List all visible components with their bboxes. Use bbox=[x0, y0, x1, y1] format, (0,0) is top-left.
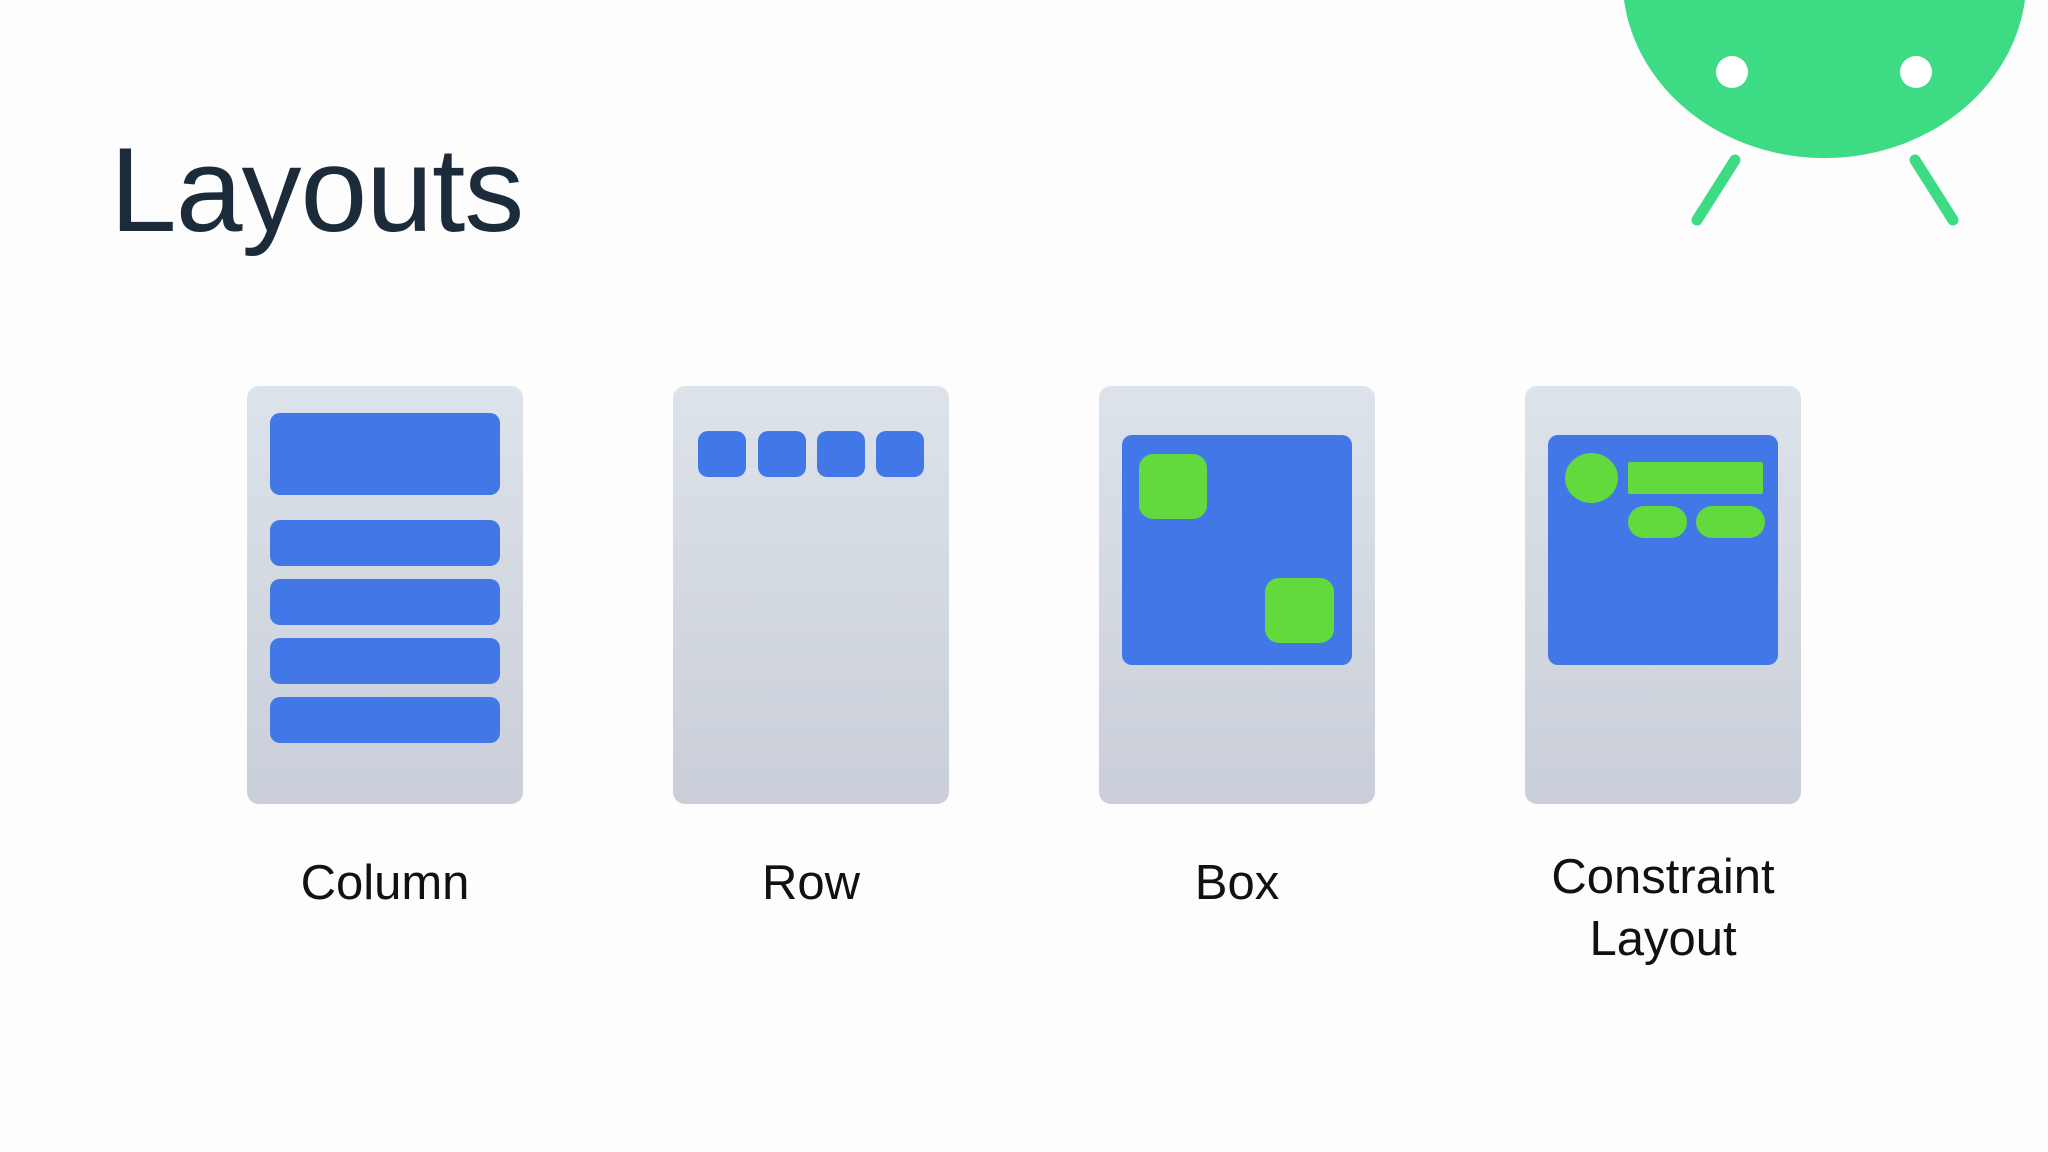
constraint-label-line-1: Constraint bbox=[1551, 850, 1775, 904]
column-item-large bbox=[270, 413, 500, 495]
constraint-layout-label: Constraint Layout bbox=[1503, 846, 1823, 970]
row-label: Row bbox=[761, 856, 861, 910]
constraint-avatar-circle bbox=[1565, 453, 1618, 503]
constraint-chip bbox=[1628, 506, 1687, 538]
column-layout-illustration bbox=[247, 386, 523, 804]
page-title: Layouts bbox=[110, 123, 524, 257]
column-item bbox=[270, 697, 500, 743]
row-item bbox=[758, 431, 806, 477]
constraint-chip bbox=[1696, 506, 1765, 538]
constraint-container bbox=[1548, 435, 1778, 665]
box-child-bottom-right bbox=[1265, 578, 1334, 643]
column-item bbox=[270, 520, 500, 566]
constraint-title-bar bbox=[1628, 462, 1763, 494]
box-container bbox=[1122, 435, 1352, 665]
column-label: Column bbox=[300, 856, 470, 910]
android-robot-icon bbox=[1624, 0, 2025, 226]
constraint-label-line-2: Layout bbox=[1589, 912, 1737, 966]
column-item bbox=[270, 579, 500, 625]
row-item bbox=[817, 431, 865, 477]
row-item bbox=[876, 431, 924, 477]
row-layout-illustration bbox=[673, 386, 949, 804]
box-layout-illustration bbox=[1099, 386, 1375, 804]
column-item bbox=[270, 638, 500, 684]
box-label: Box bbox=[1194, 856, 1280, 910]
row-item bbox=[698, 431, 746, 477]
box-child-top-left bbox=[1139, 454, 1207, 519]
constraint-layout-illustration bbox=[1525, 386, 1801, 804]
